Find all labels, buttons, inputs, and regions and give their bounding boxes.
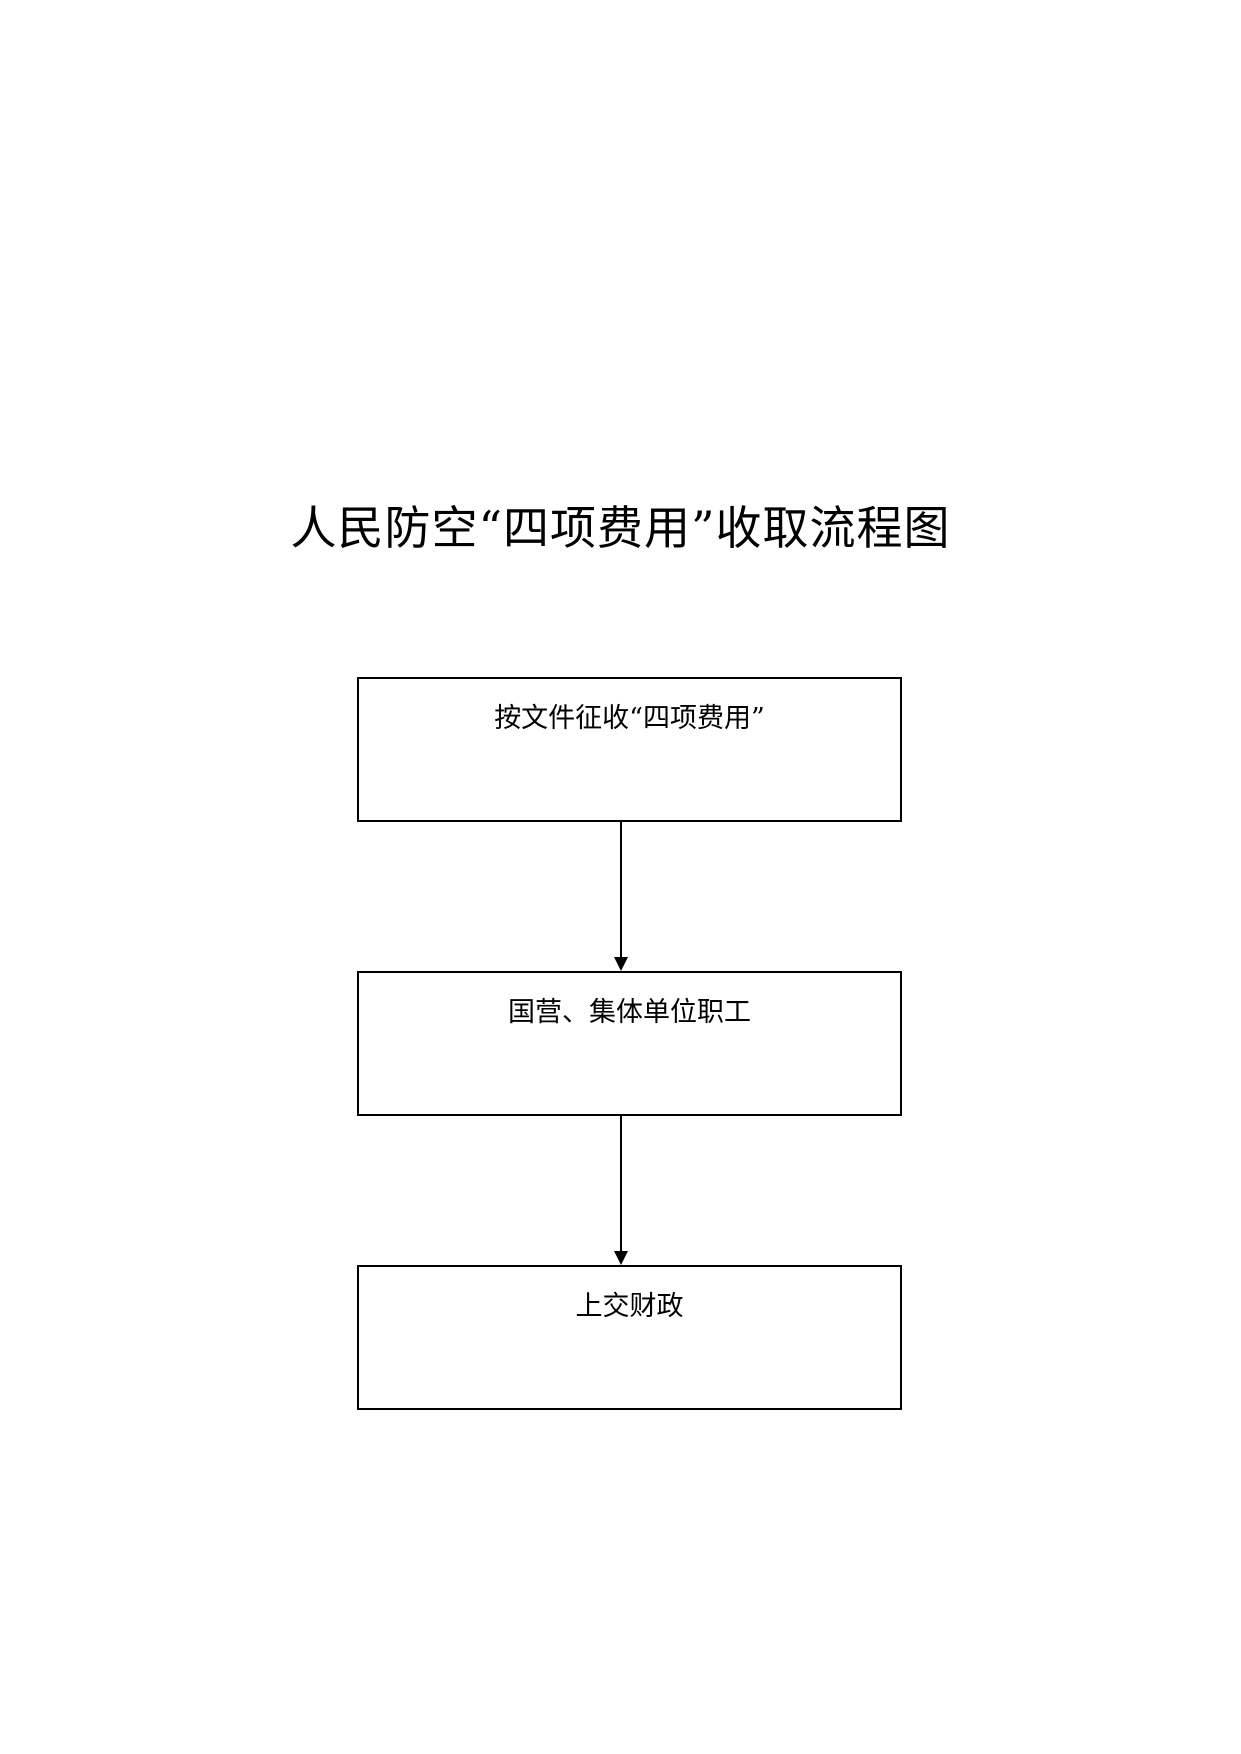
arrow-head-icon (614, 1251, 628, 1265)
flow-step-collect-fees: 按文件征收“四项费用” (357, 677, 902, 822)
page-title: 人民防空“四项费用”收取流程图 (290, 501, 951, 555)
flow-step-label: 按文件征收“四项费用” (494, 703, 765, 734)
flow-step-state-collective-staff: 国营、集体单位职工 (357, 971, 902, 1116)
arrow-step2-to-step3 (614, 1116, 628, 1265)
flow-step-label: 国营、集体单位职工 (508, 997, 751, 1028)
flow-step-label: 上交财政 (575, 1291, 684, 1322)
arrow-head-icon (614, 957, 628, 971)
flow-step-submit-to-finance: 上交财政 (357, 1265, 902, 1410)
arrow-step1-to-step2 (614, 822, 628, 971)
